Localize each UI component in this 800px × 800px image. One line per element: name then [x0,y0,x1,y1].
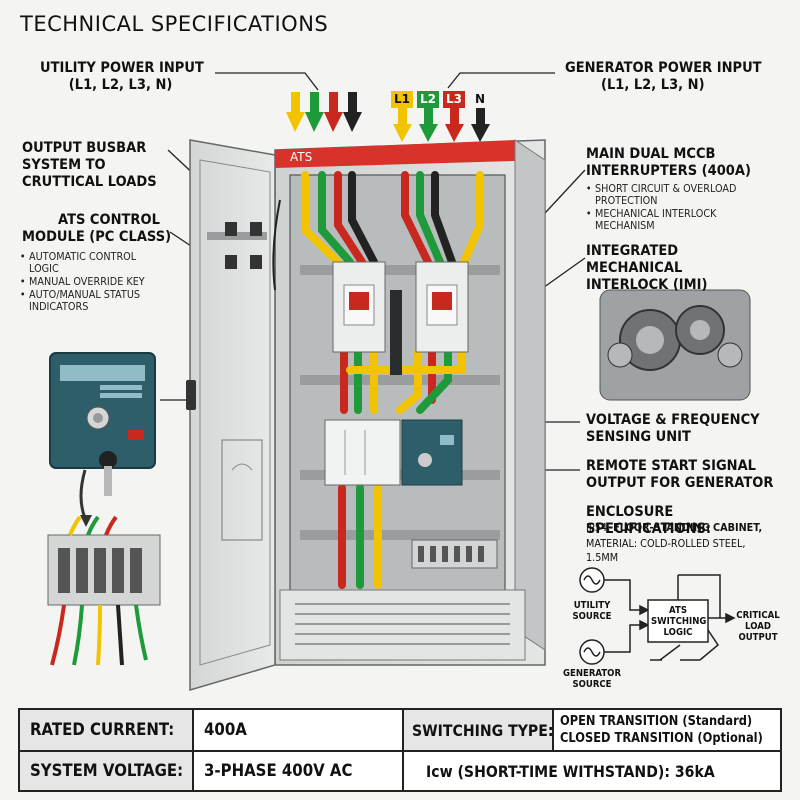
control-module-line1: ATS CONTROL [58,212,160,228]
ats-logic-line1: ATS [669,605,687,616]
enclosure-cabinet: FLOOR-STANDING CABINET, [613,521,763,534]
control-module-label: ATS CONTROL MODULE (PC CLASS) [22,212,171,246]
mccb-line1: MAIN DUAL MCCB [586,146,716,162]
rated-current-label: RATED CURRENT: [20,710,192,750]
control-bullet-1: AUTOMATIC CONTROL LOGIC [18,251,165,275]
mccb-bullets: SHORT CIRCUIT & OVERLOAD PROTECTION MECH… [584,183,768,233]
interlock-bar [390,290,402,375]
control-module-inset [49,352,156,527]
utility-input-arrows [286,92,362,132]
generator-input-label: GENERATOR POWER INPUT (L1, L2, L3, N) [565,60,762,94]
utility-input-label: UTILITY POWER INPUT (L1, L2, L3, N) [40,60,204,94]
generator-source-label: GENERATOR SOURCE [561,668,622,690]
interlock-label: INTEGRATED MECHANICAL INTERLOCK (IMI) [586,243,779,294]
critical-load-line1: CRITICAL [736,610,780,621]
enclosure-title: ENCLOSURE SPECIFICATIONS: [586,504,712,537]
busbar-line2: SYSTEM TO [22,157,106,173]
generator-input-arrows [393,108,490,142]
utility-source-line1: UTILITY [573,600,611,611]
phase-tag-l3: L3 [443,91,465,108]
ats-logic-line3: LOGIC [663,627,693,638]
generator-input-line1: GENERATOR POWER INPUT [565,60,762,76]
ats-logic-line2: SWITCHING [651,616,707,627]
sensing-line2: SENSING UNIT [586,429,691,445]
phase-tag-l2: L2 [417,91,439,108]
sensing-label: VOLTAGE & FREQUENCY SENSING UNIT [586,412,760,446]
critical-load-line2: LOAD [745,621,771,632]
remote-start-line1: REMOTE START SIGNAL [586,458,757,474]
switching-type-label: SWITCHING TYPE: [404,710,553,750]
switching-type-open: OPEN TRANSITION (Standard) [560,714,753,729]
mccb-bullet-1: SHORT CIRCUIT & OVERLOAD PROTECTION [584,183,768,207]
control-bullet-2: MANUAL OVERRIDE KEY [18,276,165,288]
interlock-line2: INTERLOCK (IMI) [586,277,708,293]
rated-current-value: 400A [204,720,247,740]
ats-schematic [579,567,736,665]
switching-type-value: OPEN TRANSITION (Standard) CLOSED TRANSI… [554,710,782,750]
enclosure-line2: MATERIAL: COLD-ROLLED STEEL, 1.5MM [586,537,746,564]
mccb-line2: INTERRUPTERS (400A) [586,163,751,179]
bus-cables [301,171,484,589]
mccb-left [332,261,386,353]
utility-source-line2: SOURCE [572,611,612,622]
critical-load-line3: OUTPUT [738,632,778,643]
sensing-unit [401,419,463,486]
busbar-label: OUTPUT BUSBAR SYSTEM TO CRUTTICAL LOADS [22,140,157,191]
mccb-bullet-2: MECHANICAL INTERLOCK MECHANISM [584,208,768,232]
terminal-block [411,539,498,569]
remote-start-line2: OUTPUT FOR GENERATOR [586,475,774,491]
sensing-line1: VOLTAGE & FREQUENCY [586,412,760,428]
ats-logic-label: ATS SWITCHING LOGIC [651,605,707,638]
interlock-gear-illustration [599,289,751,401]
system-voltage-value: 3-PHASE 400V AC [204,761,353,781]
interlock-line1: INTEGRATED MECHANICAL [586,243,683,276]
phase-tag-l1: L1 [391,91,413,108]
phase-tag-n: N [474,92,486,106]
cabinet-label: ATS [290,150,313,164]
control-bullet-3: AUTO/MANUAL STATUS INDICATORS [18,289,165,313]
cabinet-door [186,139,281,692]
transfer-switch [324,419,401,486]
mccb-label: MAIN DUAL MCCB INTERRUPTERS (400A) [586,146,751,180]
utility-input-line2: (L1, L2, L3, N) [68,77,173,93]
generator-source-line2: SOURCE [572,679,612,690]
spec-table: RATED CURRENT: 400A SYSTEM VOLTAGE: 3-PH… [18,708,782,792]
enclosure-ip: IP54, [586,521,614,534]
enclosure-line1: IP54, FLOOR-STANDING CABINET, [586,521,762,535]
control-module-bullets: AUTOMATIC CONTROL LOGIC MANUAL OVERRIDE … [18,251,165,314]
critical-load-label: CRITICAL LOAD OUTPUT [733,610,783,643]
generator-input-line2: (L1, L2, L3, N) [601,77,705,93]
door-handle [186,380,196,410]
system-voltage-label: SYSTEM VOLTAGE: [20,752,192,790]
terminal-inset [47,515,161,666]
switching-type-closed: CLOSED TRANSITION (Optional) [560,731,763,746]
busbar-line3: CRUTTICAL LOADS [22,174,157,190]
mccb-right [415,261,469,353]
utility-input-line1: UTILITY POWER INPUT [40,60,204,76]
utility-source-label: UTILITY SOURCE [565,600,619,622]
icw-value: Icw (SHORT-TIME WITHSTAND): 36kA [426,761,715,781]
remote-start-label: REMOTE START SIGNAL OUTPUT FOR GENERATOR [586,458,773,492]
page-title: TECHNICAL SPECIFICATIONS [20,12,329,36]
key-icon [99,451,117,496]
generator-source-line1: GENERATOR [562,668,622,679]
busbar-line1: OUTPUT BUSBAR [22,140,147,156]
control-module-line2: MODULE (PC CLASS) [22,229,172,245]
